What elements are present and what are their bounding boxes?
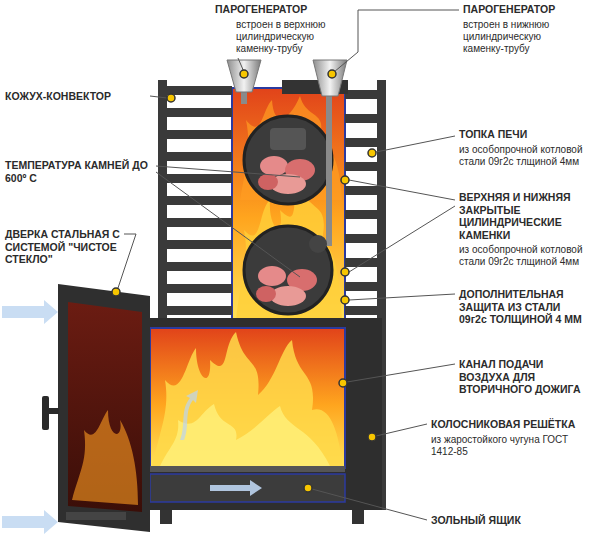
steam-cups [227,60,347,104]
flames-upper [236,96,342,320]
callout-label: ВЕРХНЯЯ И НИЖНЯЯ ЗАКРЫТЫЕ ЦИЛИНДРИЧЕСКИЕ… [459,191,585,241]
air-arrows [2,300,262,534]
callout-label: ДВЕРКА СТАЛЬНАЯ С СИСТЕМОЙ "ЧИСТОЕ СТЕКЛ… [5,228,123,266]
leg [352,510,364,524]
callout-note: из особопрочной котловой стали 09г2с тлщ… [459,144,585,168]
callout-dots [112,70,376,492]
callout-note: встроен в верхнюю цилиндрическую каменку… [236,19,336,55]
callout-label: ЗОЛЬНЫЙ ЯЩИК [431,514,581,527]
callout-label: ТОПКА ПЕЧИ [459,128,585,141]
lower-body [142,318,382,510]
steam-pipe [326,96,332,246]
door [42,284,150,532]
callout-note: из жаростойкого чугуна ГОСТ 1412-85 [431,434,581,458]
callout-label: КАНАЛ ПОДАЧИ ВОЗДУХА ДЛЯ ВТОРИЧНОГО ДОЖИ… [459,358,585,396]
callout-label: ПАРОГЕНЕРАТОР [463,3,587,16]
callout-label: ТЕМПЕРАТУРА КАМНЕЙ ДО 600º С [5,159,155,184]
leader-lines [118,10,459,520]
flames-main [152,332,343,466]
callout-note: встроен в нижнюю цилиндрическую каменку-… [463,19,573,55]
upper-cylinder [244,116,332,204]
leg [160,510,172,524]
callout-label: КОЖУХ-КОНВЕКТОР [5,90,150,103]
callout-label: ДОПОЛНИТЕЛЬНАЯ ЗАЩИТА ИЗ СТАЛИ 09г2с ТОЛ… [459,288,585,326]
lower-cylinder [244,226,332,314]
pipe-joint [309,235,327,253]
callout-label: ПАРОГЕНЕРАТОР [215,3,355,16]
upper-firebox [232,88,345,324]
grate [150,466,345,472]
ash-box [150,474,345,502]
main-firebox [150,328,345,468]
callout-note: из особопрочной котловой стали 09г2с тлщ… [459,244,585,268]
callout-label: КОЛОСНИКОВАЯ РЕШЁТКА [431,418,581,431]
